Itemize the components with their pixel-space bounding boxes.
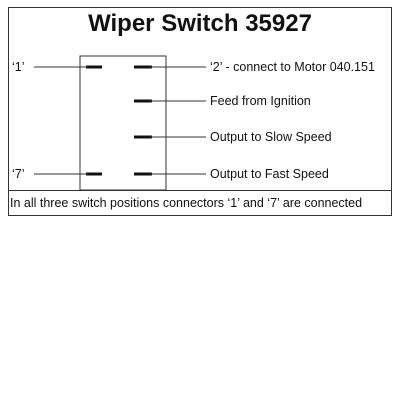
fast-speed-label: Output to Fast Speed [210,167,329,181]
connector-2-label: ‘2’ - connect to Motor 040.151 [210,60,375,74]
footer-note: In all three switch positions connectors… [10,196,363,210]
switch-body [79,55,167,191]
footer-divider [8,190,392,191]
slow-speed-label: Output to Slow Speed [210,130,332,144]
connector-1-label: ‘1’ [12,60,25,74]
connector-7-label: ‘7’ [12,167,25,181]
diagram-frame [8,7,392,216]
diagram-title: Wiper Switch 35927 [88,10,312,37]
feed-label: Feed from Ignition [210,94,311,108]
